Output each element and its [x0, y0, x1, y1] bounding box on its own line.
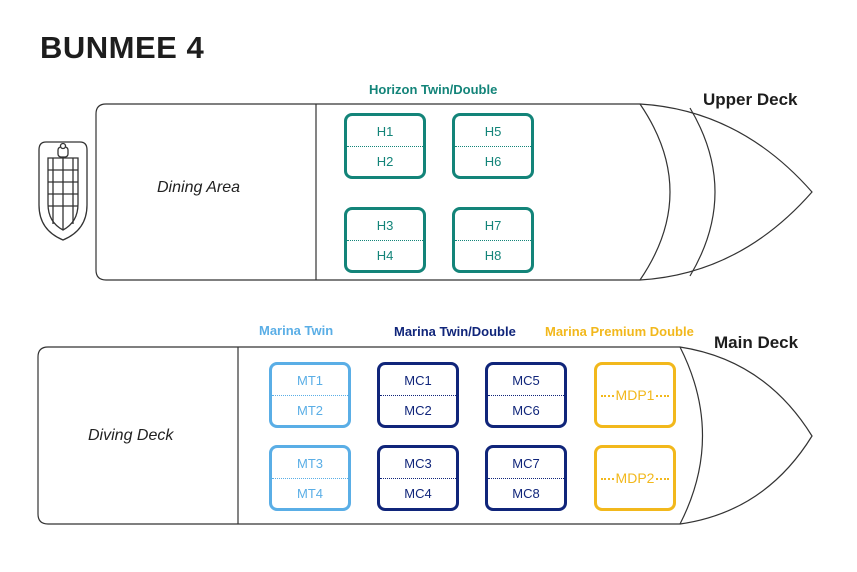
marina-twin-double-category-label: Marina Twin/Double: [394, 324, 516, 339]
cabin-label: H4: [376, 247, 394, 263]
cabin-label: H5: [484, 123, 502, 139]
cabin-label: MC2: [404, 402, 432, 418]
cabin-mc1-mc2[interactable]: MC1 MC2: [377, 362, 459, 428]
cabin-divider: [380, 395, 456, 396]
cabin-label: H3: [376, 217, 394, 233]
cabin-divider: [347, 240, 423, 241]
horizon-category-label: Horizon Twin/Double: [369, 82, 498, 97]
cabin-label: MC4: [404, 485, 432, 501]
cabin-label: H7: [484, 217, 502, 233]
cabin-mdp1[interactable]: MDP1: [594, 362, 676, 428]
cabin-label: H1: [376, 123, 394, 139]
cabin-h1-h2[interactable]: H1 H2: [344, 113, 426, 179]
cabin-label: MC8: [512, 485, 540, 501]
cabin-divider: [488, 478, 564, 479]
cabin-mdp2[interactable]: MDP2: [594, 445, 676, 511]
marina-twin-category-label: Marina Twin: [259, 323, 334, 338]
cabin-label: H6: [484, 153, 502, 169]
page-title: BUNMEE 4: [40, 30, 205, 65]
cabin-h7-h8[interactable]: H7 H8: [452, 207, 534, 273]
cabin-divider: [455, 240, 531, 241]
cabin-divider: [272, 478, 348, 479]
cabin-divider: [488, 395, 564, 396]
cabin-label: MT1: [297, 372, 323, 388]
cabin-label: MT3: [297, 455, 323, 471]
cabin-divider: [455, 146, 531, 147]
cabin-mt1-mt2[interactable]: MT1 MT2: [269, 362, 351, 428]
tender-boat-icon: [38, 141, 88, 241]
cabin-label: MC3: [404, 455, 432, 471]
marina-premium-double-category-label: Marina Premium Double: [545, 324, 694, 339]
dining-area-label: Dining Area: [157, 179, 241, 196]
cabin-label: MC5: [512, 372, 540, 388]
cabin-label: MC1: [404, 372, 432, 388]
cabin-mc7-mc8[interactable]: MC7 MC8: [485, 445, 567, 511]
cabin-label: MT4: [297, 485, 323, 501]
cabin-label: MC7: [512, 455, 540, 471]
cabin-label: MT2: [297, 402, 323, 418]
cabin-label: MDP2: [613, 470, 657, 486]
cabin-h3-h4[interactable]: H3 H4: [344, 207, 426, 273]
cabin-label: H2: [376, 153, 394, 169]
cabin-label: MC6: [512, 402, 540, 418]
cabin-divider: [347, 146, 423, 147]
upper-deck-label: Upper Deck: [703, 90, 798, 109]
diving-deck-label: Diving Deck: [88, 427, 174, 444]
cabin-h5-h6[interactable]: H5 H6: [452, 113, 534, 179]
cabin-mc5-mc6[interactable]: MC5 MC6: [485, 362, 567, 428]
main-deck-label: Main Deck: [714, 333, 799, 352]
cabin-mc3-mc4[interactable]: MC3 MC4: [377, 445, 459, 511]
cabin-mt3-mt4[interactable]: MT3 MT4: [269, 445, 351, 511]
main-deck-hull: [37, 346, 813, 525]
cabin-label: H8: [484, 247, 502, 263]
upper-deck-hull: [95, 103, 813, 281]
cabin-divider: [380, 478, 456, 479]
cabin-label: MDP1: [613, 387, 657, 403]
cabin-divider: [272, 395, 348, 396]
